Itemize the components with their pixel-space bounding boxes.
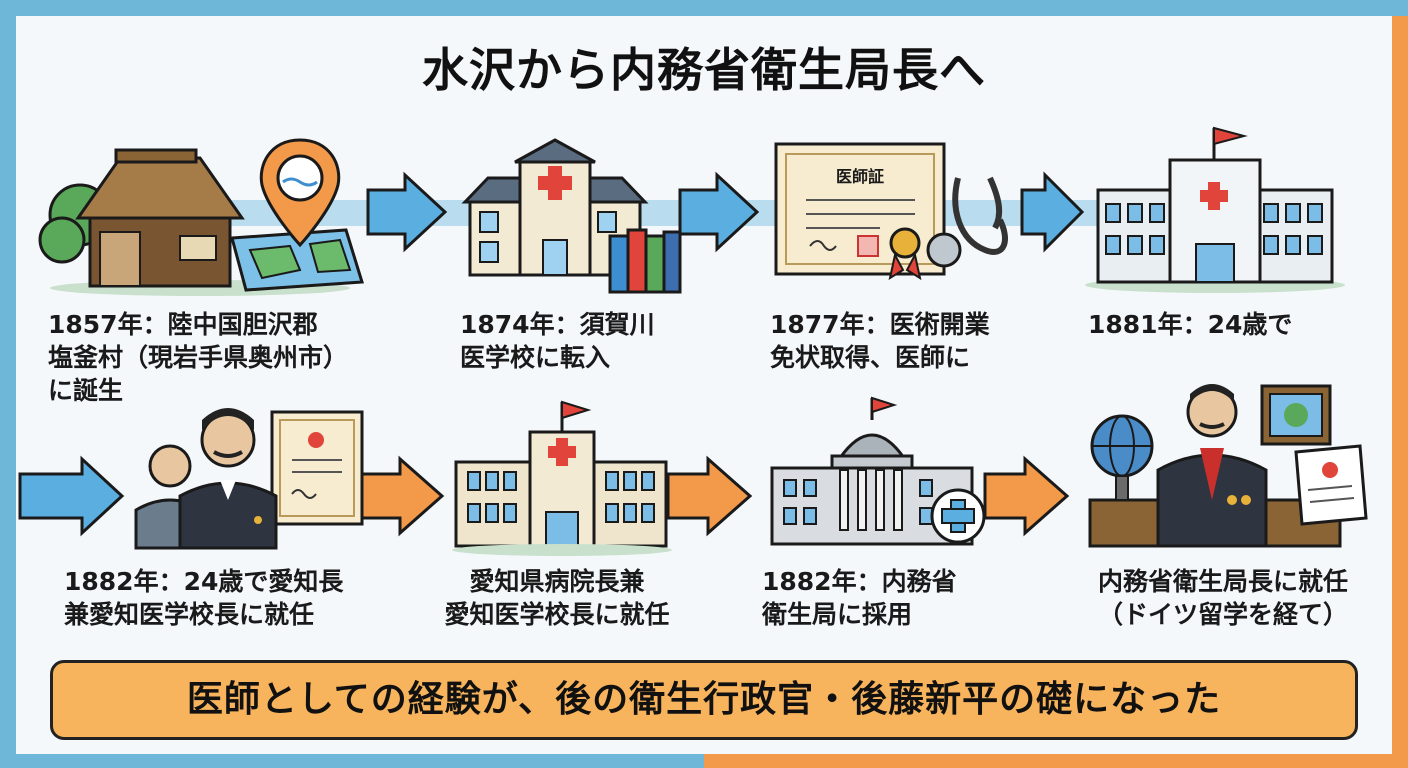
step-caption-aichi-hospital: 愛知県病院長兼 愛知医学校長に就任 <box>444 567 670 629</box>
step-caption-director: 内務省衛生局長に就任 （ドイツ留学を経て） <box>1097 567 1348 629</box>
arrow-icon <box>678 171 760 253</box>
certificate-stethoscope-icon: 医師証 <box>774 142 1008 281</box>
border-left <box>0 0 16 768</box>
thatched-house-map-icon <box>38 138 364 296</box>
step-caption-1882-aichi: 1882年：24歳で愛知長 兼愛知医学校長に就任 <box>64 567 344 629</box>
arrow-icon <box>983 455 1070 537</box>
arrow-icon <box>666 455 753 537</box>
border-right <box>1392 16 1408 768</box>
border-bottom-blue <box>0 754 704 768</box>
step-caption-1874: 1874年：須賀川 医学校に転入 <box>460 310 655 372</box>
arrow-icon <box>18 455 125 537</box>
officials-document-icon <box>134 408 364 550</box>
step-caption-1857: 1857年：陸中国胆沢郡 塩釜村（現岩手県奥州市） に誕生 <box>48 310 349 405</box>
hospital-books-icon <box>461 138 682 294</box>
border-bottom-orange <box>704 754 1408 768</box>
border-top <box>0 0 1408 16</box>
summary-banner-text: 医師としての経験が、後の衛生行政官・後藤新平の礎になった <box>186 679 1222 720</box>
step-caption-1877: 1877年：医術開業 免状取得、医師に <box>770 310 990 372</box>
certificate-label: 医師証 <box>836 167 884 186</box>
page-title: 水沢から内務省衛生局長へ <box>422 43 986 97</box>
hospital-building-icon <box>1085 126 1345 293</box>
canvas <box>16 16 1392 754</box>
official-desk-globe-icon <box>1088 384 1368 548</box>
ministry-building-icon <box>770 396 986 546</box>
step-caption-1881: 1881年：24歳で <box>1088 310 1293 339</box>
large-hospital-icon <box>452 400 672 556</box>
arrow-icon <box>1020 171 1085 253</box>
arrow-icon <box>356 455 445 537</box>
step-caption-1882-ministry: 1882年：内務省 衛生局に採用 <box>762 567 957 629</box>
arrow-icon <box>366 171 448 253</box>
summary-banner: 医師としての経験が、後の衛生行政官・後藤新平の礎になった <box>50 660 1358 740</box>
